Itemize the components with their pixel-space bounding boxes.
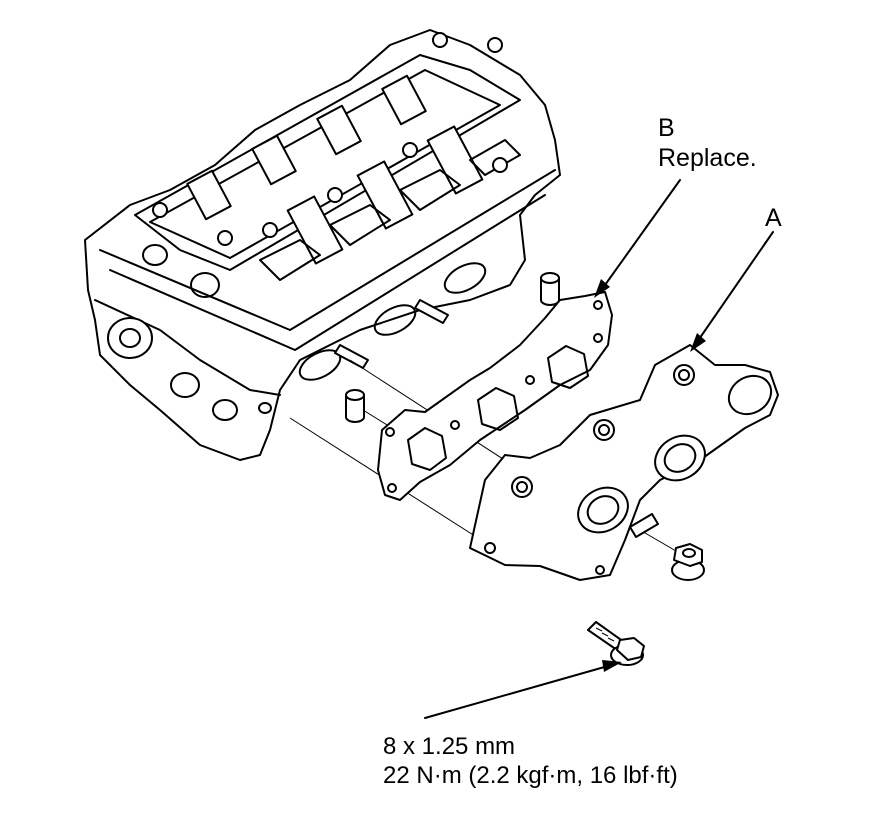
intake-gasket bbox=[377, 291, 613, 501]
arrowhead-b bbox=[594, 279, 610, 298]
leader-line-a bbox=[694, 231, 774, 346]
arrowhead-bolt bbox=[602, 660, 622, 672]
flange-bolt bbox=[587, 621, 645, 666]
leader-lines bbox=[424, 179, 774, 719]
bolt-size-spec: 8 x 1.25 mm bbox=[383, 733, 516, 760]
arrowhead-a bbox=[690, 333, 706, 352]
leader-line-b bbox=[599, 179, 681, 293]
cylinder-head bbox=[84, 29, 561, 461]
gasket-callout-letter: B bbox=[658, 114, 675, 142]
dowel-pins bbox=[345, 272, 560, 423]
intake-manifold bbox=[469, 344, 779, 581]
bolt-torque-spec: 22 N·m (2.2 kgf·m, 16 lbf·ft) bbox=[383, 762, 678, 789]
manifold-callout-letter: A bbox=[765, 204, 782, 232]
gasket-replace-note: Replace. bbox=[658, 144, 757, 172]
flange-nut bbox=[671, 543, 705, 581]
leader-line-bolt bbox=[424, 663, 616, 719]
